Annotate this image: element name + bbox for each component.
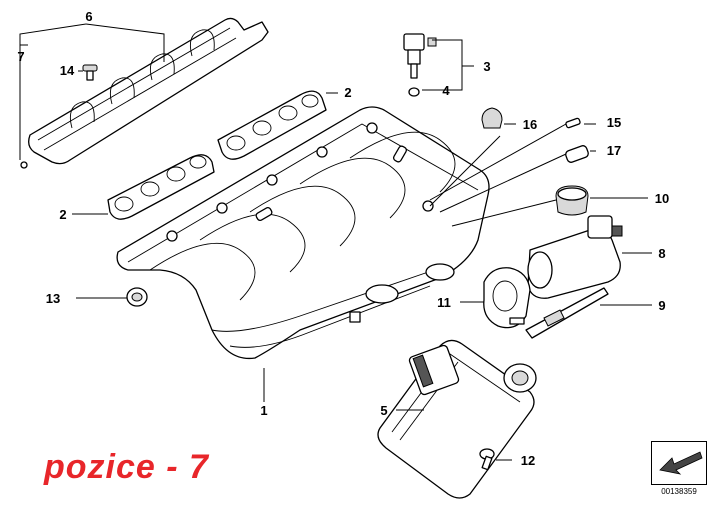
callout-14: 13 [46, 291, 60, 306]
ignition-lead-cover [20, 17, 269, 169]
callout-17: 17 [607, 143, 621, 158]
o-ring-4 [408, 87, 420, 97]
callout-7: 5 [380, 403, 387, 418]
callout-13: 14 [60, 63, 75, 78]
cap-16 [481, 107, 503, 129]
callout-10: 10 [655, 191, 669, 206]
callout-6: 7 [17, 49, 24, 64]
seal-10 [555, 185, 589, 216]
gasket-upper [217, 90, 327, 160]
hose-9 [525, 287, 609, 339]
throttle-housing-7 [377, 339, 537, 499]
callout-3: 3 [483, 59, 490, 74]
reference-number: 00138359 [661, 487, 697, 496]
sensor-3 [403, 33, 437, 79]
caption-position: pozice - 7 [44, 448, 209, 486]
callout-2-upper: 2 [344, 85, 351, 100]
callout-11: 11 [437, 295, 451, 310]
intake-manifold [116, 106, 490, 360]
pin-15 [565, 117, 581, 129]
idle-valve-8 [527, 215, 623, 299]
callout-12: 12 [521, 453, 535, 468]
gasket-lower [107, 154, 215, 220]
callout-8: 8 [658, 246, 665, 261]
callout-9: 9 [658, 298, 665, 313]
reference-box [651, 441, 707, 485]
reference-arrow-icon [659, 451, 703, 475]
leader-lines [19, 23, 652, 461]
holder-11 [483, 267, 531, 329]
callout-15: 15 [607, 115, 621, 130]
screw-13 [82, 64, 98, 81]
bolt-12 [479, 448, 495, 471]
callout-1: 1 [260, 403, 267, 418]
sleeve-17 [565, 145, 589, 163]
callout-2-lower: 2 [59, 207, 66, 222]
callout-5: 6 [85, 9, 92, 24]
callout-16: 16 [523, 117, 537, 132]
callout-4: 4 [442, 83, 450, 98]
nut-14 [126, 287, 148, 307]
callout-labels: 6 7 14 3 4 2 16 15 17 10 2 8 13 9 11 1 5… [17, 9, 669, 468]
